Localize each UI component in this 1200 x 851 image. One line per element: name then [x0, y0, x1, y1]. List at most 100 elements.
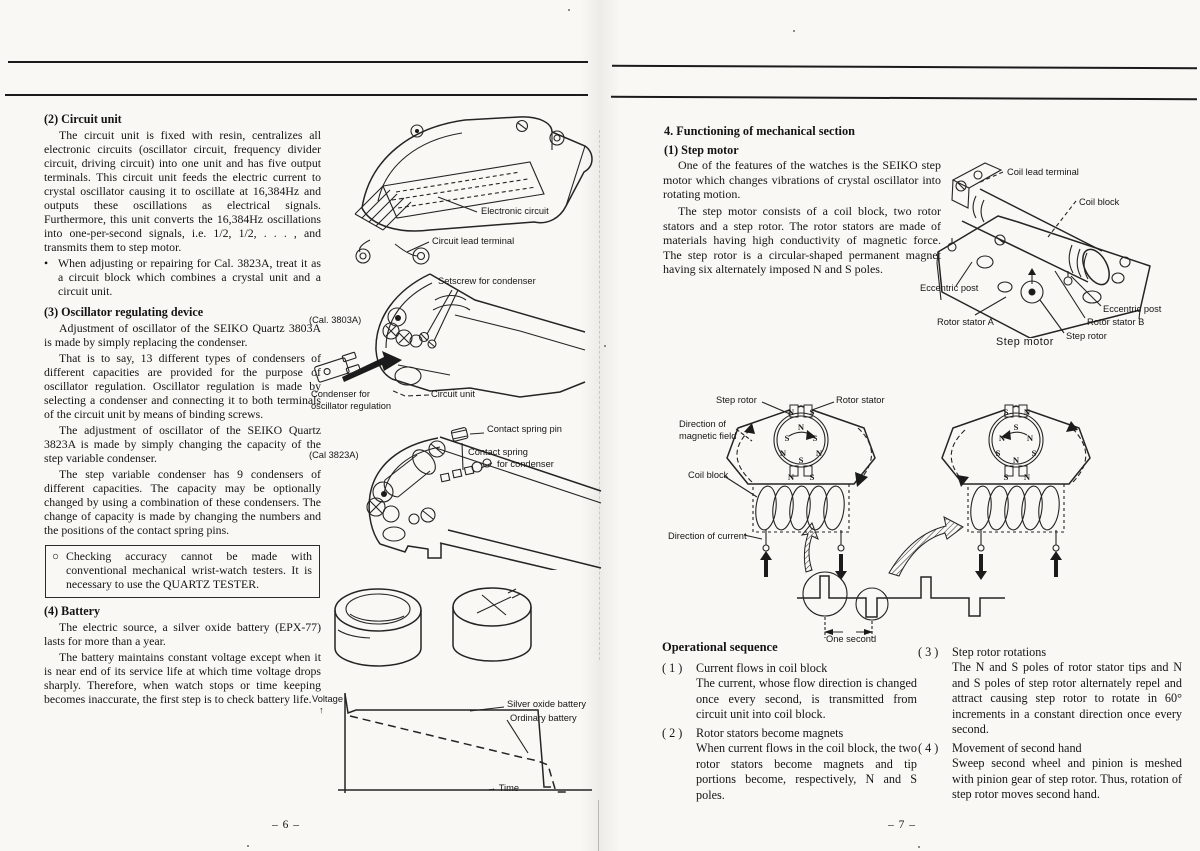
label-rotor-stator-schematic: Rotor stator [836, 395, 885, 405]
section3-paragraph: That is to say, 13 different types of co… [44, 351, 321, 421]
pole-letter: S [810, 407, 815, 417]
item-body: When current flows in the coil block, th… [696, 741, 918, 802]
fig-cal3823-illustration [305, 415, 605, 570]
note-box: ○ Checking accuracy cannot be made with … [45, 545, 320, 598]
step-motor-paragraph: One of the features of the watches is th… [663, 158, 941, 202]
pole-letter: N [999, 433, 1006, 443]
fig-voltage-chart [305, 685, 600, 810]
bullet-icon: • [44, 255, 49, 270]
section2-paragraph: The circuit unit is fixed with resin, ce… [44, 128, 321, 254]
rotation-arrow-large [889, 517, 963, 576]
item-number: ( 4 ) [918, 740, 939, 755]
label-for-condenser: for condenser [497, 459, 554, 469]
operational-sequence-heading: Operational sequence [662, 640, 778, 654]
item-number: ( 3 ) [918, 645, 939, 659]
label-voltage-axis: Voltage [312, 694, 344, 704]
left-page-number: – 6 – [272, 819, 300, 831]
label-circuit-unit: Circuit unit [431, 389, 475, 399]
pole-letter: N [788, 472, 795, 482]
section2-heading: (2) Circuit unit [44, 112, 122, 126]
section3-paragraph: The adjustment of oscillator of the SEIK… [44, 423, 321, 466]
schematic-right: S N S N N S S N S N [942, 405, 1090, 580]
contact-spring-pin-part [451, 427, 468, 470]
center-fold-line [599, 130, 600, 660]
item-title: Movement of second hand [952, 740, 1082, 755]
current-down-arrow [835, 554, 847, 580]
pole-letter: S [813, 433, 818, 443]
up-arrow-icon: ↑ [319, 705, 324, 715]
section2-bullet: • When adjusting or repairing for Cal. 3… [44, 255, 321, 298]
section4-paragraph: The electric source, a silver oxide batt… [44, 619, 321, 648]
scan-speck [604, 345, 606, 347]
pole-letter: N [1013, 455, 1020, 465]
rotation-arrow-small [802, 523, 818, 572]
ordinary-battery-curve [350, 716, 568, 792]
label-rotor-stator-b: Rotor stator B [1087, 317, 1145, 327]
fig-step-motor-3d [895, 148, 1200, 338]
fig-movement-illustration [330, 110, 600, 265]
coil-block-cylinder [952, 163, 1115, 289]
fig-cal3803-illustration [305, 265, 600, 425]
right-page-number: – 7 – [888, 819, 916, 831]
scan-speck [568, 9, 570, 11]
pole-letter: N [1024, 407, 1031, 417]
label-cal-3823a: (Cal 3823A) [309, 450, 359, 460]
label-coil-block-schematic: Coil block [688, 470, 729, 480]
center-fold-mark [598, 800, 599, 851]
label-step-rotor-3d: Step rotor [1066, 331, 1107, 341]
pole-letter: S [996, 448, 1001, 458]
item-body: The N and S poles of rotor stator tips a… [952, 660, 1182, 737]
circle-bullet-icon: ○ [52, 549, 60, 563]
pole-letter: S [1014, 422, 1019, 432]
schematic-left: N S N S S N N S N S [724, 402, 875, 580]
left-page-rule-top [8, 61, 588, 63]
fig-batteries-illustration [320, 580, 560, 685]
current-down-arrow [975, 554, 987, 580]
scan-speck [793, 30, 795, 32]
operational-item: ( 1 ) Current flows in coil block The cu… [662, 661, 917, 723]
pole-letter: S [810, 472, 815, 482]
current-up-arrow [760, 551, 772, 577]
item-number: ( 1 ) [662, 661, 683, 675]
label-contact-spring-pin: Contact spring pin [487, 424, 562, 434]
fig-step-motor-schematic: N S N S S N N S N S [650, 385, 1200, 650]
silver-oxide-curve [345, 694, 551, 787]
section3-paragraph: Adjustment of oscillator of the SEIKO Qu… [44, 320, 321, 349]
label-coil-lead-terminal: Coil lead terminal [1007, 167, 1079, 177]
step-motor-paragraph: The step motor consists of a coil block,… [663, 204, 941, 277]
item-number: ( 2 ) [662, 725, 683, 740]
label-direction-of-current: Direction of current [668, 531, 747, 541]
operational-items-right: ( 3 ) Step rotor rotations The N and S p… [918, 642, 1182, 803]
label-silver-oxide-battery: Silver oxide battery [507, 699, 587, 709]
item-title: Rotor stators become magnets [696, 725, 844, 740]
section4-paragraph: The battery maintains constant voltage e… [44, 650, 321, 707]
section4-heading: (4) Battery [44, 603, 101, 618]
label-rotor-stator-a: Rotor stator A [937, 317, 994, 327]
operational-item: ( 4 ) Movement of second hand Sweep seco… [918, 741, 1182, 803]
label-condenser-for-oscillator-regulation: Condenser for oscillator regulation [311, 389, 392, 411]
caption-step-motor: Step motor [996, 336, 1054, 348]
operational-item: ( 3 ) Step rotor rotations The N and S p… [918, 645, 1182, 738]
left-page-rule-bottom [5, 94, 588, 96]
label-contact-spring: Contact spring [468, 447, 528, 457]
pulse-waveform [797, 572, 1005, 638]
right-page-rule-top [611, 64, 1198, 70]
item-title: Current flows in coil block [696, 661, 828, 675]
label-cal-3803a: (Cal. 3803A) [309, 315, 362, 325]
label-eccentric-post-right: Eccentric post [1103, 304, 1162, 314]
pole-letter: N [816, 448, 823, 458]
pole-letter: S [1032, 448, 1037, 458]
pole-letter: N [780, 448, 787, 458]
scan-speck [247, 845, 249, 847]
label-one-second: One second [826, 634, 877, 644]
label-step-rotor-schematic: Step rotor [716, 395, 757, 405]
pole-letter: N [788, 407, 795, 417]
pole-letter: N [798, 422, 805, 432]
label-coil-block-3d: Coil block [1079, 197, 1120, 207]
pole-letter: N [1027, 433, 1034, 443]
label-time-axis: → Time [487, 783, 520, 793]
item-body: The current, whose flow direction is cha… [696, 676, 917, 722]
section3-heading: (3) Oscillator regulating device [44, 304, 204, 319]
pole-letter: S [785, 433, 790, 443]
